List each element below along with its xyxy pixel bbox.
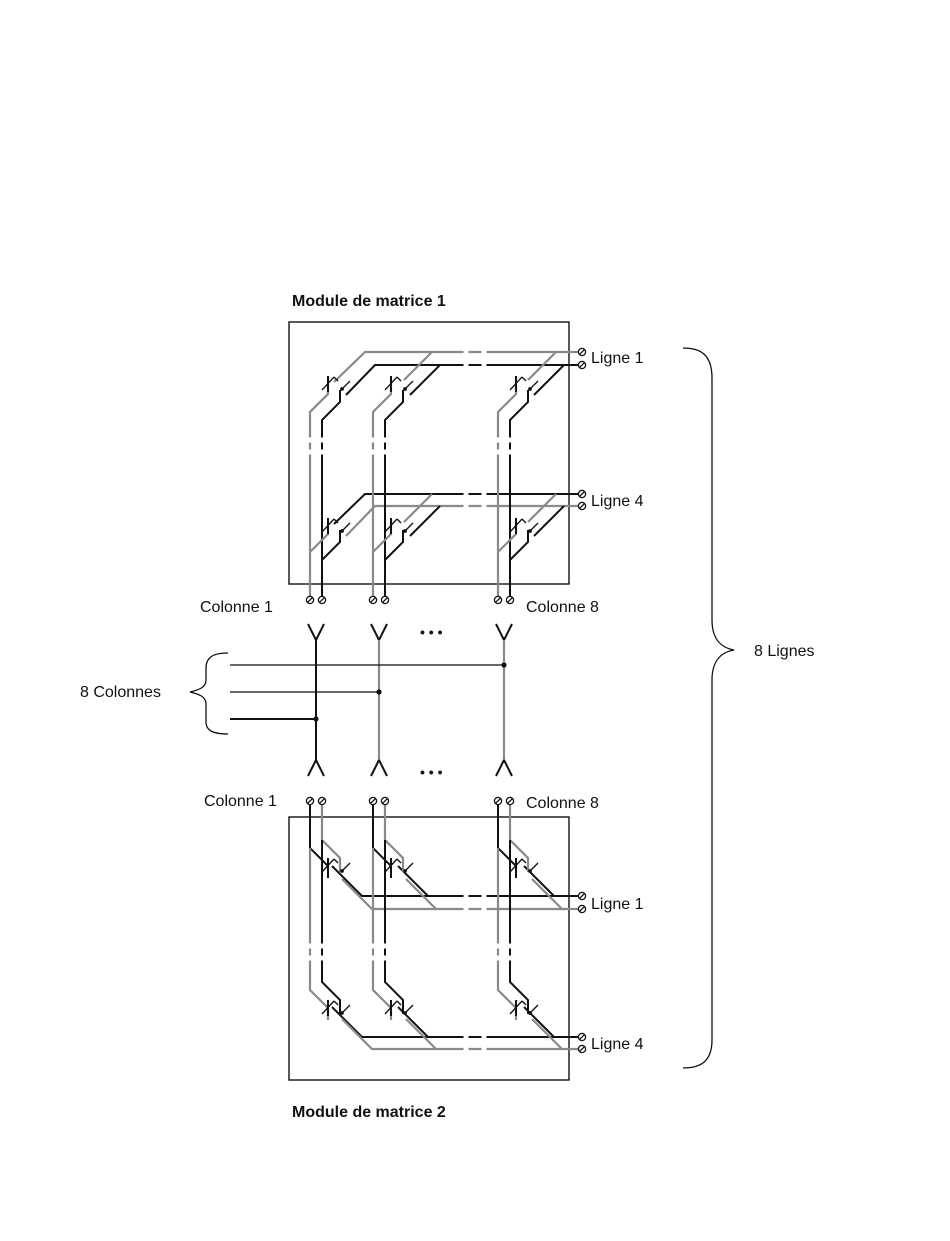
module-1-col-3-lo-r4 — [510, 530, 528, 560]
module-1-relay-1-1-stub — [405, 523, 413, 531]
module-1-row-4-label: Ligne 4 — [591, 493, 644, 510]
module-1-col-1-hi — [310, 380, 328, 598]
module-2-row-drop-b-1 — [406, 1019, 436, 1049]
module-1-col-1-lo — [322, 390, 340, 598]
backplane-fork-top-r-2 — [504, 624, 512, 640]
module-1-row-4-lo — [346, 506, 580, 536]
module-1-col-1-hi-r4 — [310, 522, 328, 552]
module-1-row-1-hi — [334, 352, 580, 382]
module-1-col-2-hi-r4 — [373, 522, 391, 552]
module-2-relay-1-0-blade-tip — [334, 1001, 338, 1005]
module-2-relay-0-0-blade-tip — [334, 859, 338, 863]
backplane-junction-8 — [501, 662, 506, 667]
backplane-fork-bot-r-2 — [504, 760, 512, 776]
backplane-fork-top-l-1 — [371, 624, 379, 640]
backplane-junction-2 — [376, 689, 381, 694]
column-backplane — [230, 624, 512, 776]
module-1-relays — [322, 376, 538, 534]
rows-brace — [683, 348, 734, 1068]
module-2-row-1-hi — [332, 866, 580, 896]
module-2-row-1-lo — [342, 879, 580, 909]
module-1-relay-1-0-stub — [342, 523, 350, 531]
module-1-box — [289, 322, 569, 584]
module-1-col-1-lo-r4 — [322, 530, 340, 560]
backplane-fork-bot-r-1 — [379, 760, 387, 776]
module-2-relay-1-2-stub — [530, 1005, 538, 1013]
backplane-fork-top-r-0 — [316, 624, 324, 640]
backplane-fork-bot-r-0 — [316, 760, 324, 776]
module-2-relay-0-0-stub — [342, 863, 350, 871]
module-1-relay-1-2-blade-tip — [522, 519, 526, 523]
module-2-row-4-lo — [342, 1019, 580, 1049]
module-2-relay-0-1-stub — [405, 863, 413, 871]
module-1-column-wiring — [306, 380, 528, 598]
module-2-row-4-hi — [332, 1007, 580, 1037]
module-2-relay-1-1-stub — [405, 1005, 413, 1013]
module-2-row-drop-d-1 — [532, 1019, 562, 1049]
module-1-relay-1-1-blade-tip — [397, 519, 401, 523]
module-2-column-1-label: Colonne 1 — [204, 793, 277, 810]
module-2-row-4-label: Ligne 4 — [591, 1036, 644, 1053]
lower-ellipsis: • • • — [420, 764, 443, 780]
module-2-relay-0-2-stub — [530, 863, 538, 871]
module-2-col-2-hi-r4 — [373, 848, 391, 1020]
columns-brace-label: 8 Colonnes — [80, 684, 161, 701]
module-2-col-2-hi — [373, 802, 391, 878]
module-2-col-3-hi-r4 — [498, 848, 516, 1020]
backplane-junction-1 — [313, 716, 318, 721]
module-2-col-1-lo-r4 — [322, 840, 340, 1014]
rows-brace-label: 8 Lignes — [754, 643, 815, 660]
module-1-col-2-hi — [373, 380, 391, 598]
module-1-relay-0-2-blade-tip — [522, 377, 526, 381]
module-1-relay-0-0-stub — [342, 381, 350, 389]
module-2-title: Module de matrice 2 — [292, 1104, 446, 1121]
module-2-column-wiring — [306, 802, 528, 1020]
module-1-relay-0-2-stub — [530, 381, 538, 389]
module-2-terminals — [306, 797, 585, 1052]
backplane-fork-bot-l-1 — [371, 760, 379, 776]
module-1-col-3-hi-r4 — [498, 522, 516, 552]
module-2-relay-1-0-stub — [342, 1005, 350, 1013]
module-2-col-1-hi — [310, 802, 328, 878]
module-2-col-3-hi — [498, 802, 516, 878]
module-2-relays — [322, 858, 538, 1016]
backplane-fork-top-r-1 — [379, 624, 387, 640]
module-1-relay-0-1-blade-tip — [397, 377, 401, 381]
module-1-row-1-label: Ligne 1 — [591, 350, 644, 367]
backplane-fork-top-l-2 — [496, 624, 504, 640]
upper-ellipsis: • • • — [420, 624, 443, 640]
backplane-fork-bot-l-0 — [308, 760, 316, 776]
module-1-column-8-label: Colonne 8 — [526, 599, 599, 616]
module-2-relay-1-2-blade-tip — [522, 1001, 526, 1005]
module-1-title: Module de matrice 1 — [292, 293, 446, 310]
module-1-col-3-hi — [498, 380, 516, 598]
module-1-relay-0-1-stub — [405, 381, 413, 389]
module-2-col-1-hi-r4 — [310, 848, 328, 1020]
module-2-row-1-label: Ligne 1 — [591, 896, 644, 913]
module-2-relay-1-1-blade-tip — [397, 1001, 401, 1005]
module-2-column-8-label: Colonne 8 — [526, 795, 599, 812]
module-1-relay-1-2-stub — [530, 523, 538, 531]
module-2-relay-0-1-blade-tip — [397, 859, 401, 863]
columns-brace — [190, 653, 228, 734]
module-1-col-2-lo-r4 — [385, 530, 403, 560]
backplane-fork-top-l-0 — [308, 624, 316, 640]
backplane-fork-bot-l-2 — [496, 760, 504, 776]
module-2-col-2-lo-r4 — [385, 840, 403, 1014]
module-2-relay-0-2-blade-tip — [522, 859, 526, 863]
module-1-row-1-lo — [346, 365, 580, 395]
module-2-row-drop-b-0 — [406, 879, 436, 909]
module-1-column-1-label: Colonne 1 — [200, 599, 273, 616]
module-2-row-drop-d-0 — [532, 879, 562, 909]
